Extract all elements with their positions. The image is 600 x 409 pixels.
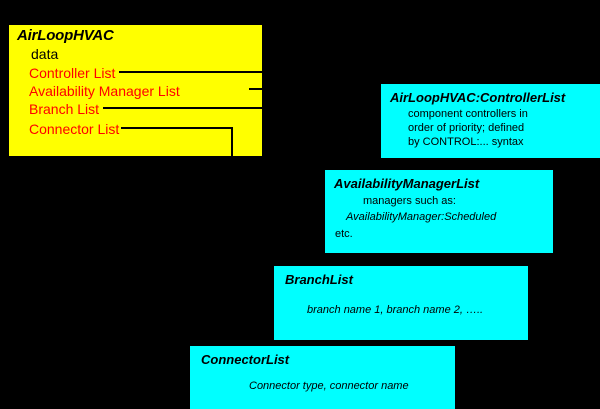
field-branch-list: Branch List [29, 101, 100, 117]
connector-line-connector [121, 127, 233, 129]
controller-list-line-2: order of priority; defined [408, 122, 525, 134]
parent-title: AirLoopHVAC [17, 27, 114, 44]
field-controller-list: Controller List [29, 65, 116, 81]
branch-list-title: BranchList [285, 272, 353, 287]
field-connector-list: Connector List [29, 121, 120, 137]
connector-list-box: ConnectorList Connector type, connector … [190, 346, 455, 409]
connector-list-line-1: Connector type, connector name [249, 380, 409, 392]
availability-manager-list-line-1: managers such as: [363, 195, 456, 207]
field-availability-manager-list: Availability Manager List [29, 83, 180, 99]
controller-list-box: AirLoopHVAC:ControllerList component con… [381, 84, 600, 158]
connector-line-availability [249, 88, 262, 90]
connector-line-controller [119, 71, 262, 73]
availability-manager-list-line-2: AvailabilityManager:Scheduled [346, 211, 497, 223]
branch-list-box: BranchList branch name 1, branch name 2,… [274, 266, 528, 340]
branch-list-line-1: branch name 1, branch name 2, ….. [307, 304, 484, 316]
controller-list-title: AirLoopHVAC:ControllerList [390, 90, 566, 105]
availability-manager-list-title: AvailabilityManagerList [334, 176, 480, 191]
connector-line-connector-vertical [231, 127, 233, 156]
availability-manager-list-box: AvailabilityManagerList managers such as… [325, 170, 553, 253]
airloophvac-parent-box: AirLoopHVAC data Controller List Availab… [9, 25, 262, 156]
controller-list-line-3: by CONTROL:... syntax [408, 136, 524, 148]
controller-list-line-1: component controllers in [408, 108, 528, 120]
connector-list-title: ConnectorList [201, 352, 290, 367]
parent-data-label: data [31, 46, 59, 62]
availability-manager-list-line-3: etc. [335, 228, 353, 240]
connector-line-branch [103, 107, 262, 109]
